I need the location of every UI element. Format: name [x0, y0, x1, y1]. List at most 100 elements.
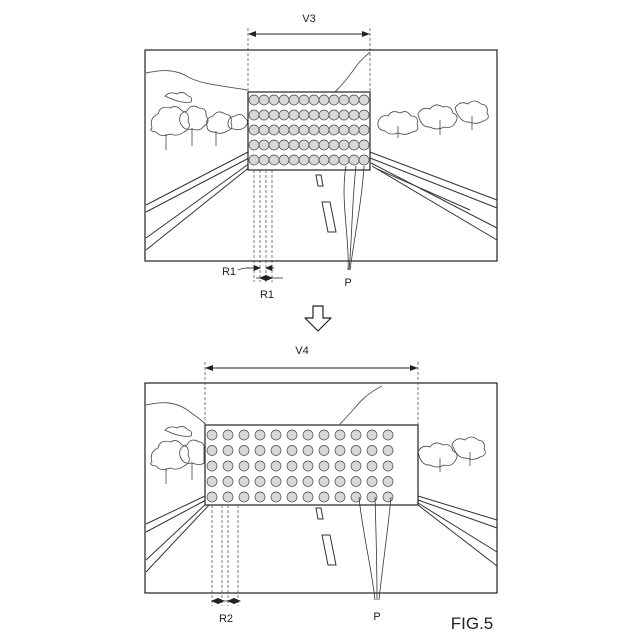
lower-detection-point	[271, 461, 281, 471]
upper-detection-point	[259, 95, 269, 105]
upper-detection-point	[299, 155, 309, 165]
v3-label: V3	[302, 13, 315, 25]
lower-detection-point	[335, 430, 345, 440]
upper-detection-point	[339, 125, 349, 135]
lower-detection-point	[287, 446, 297, 456]
upper-detection-point	[299, 110, 309, 120]
v4-arrow-left	[205, 365, 213, 371]
lower-detection-point	[239, 446, 249, 456]
upper-detection-point	[359, 95, 369, 105]
upper-detection-point	[249, 140, 259, 150]
lower-detection-point	[335, 477, 345, 487]
lower-detection-point	[319, 461, 329, 471]
upper-detection-point	[259, 140, 269, 150]
upper-detection-point	[329, 140, 339, 150]
r1-extension-lines	[254, 170, 272, 282]
upper-detection-point	[309, 110, 319, 120]
lower-lane-dashes	[316, 508, 336, 565]
upper-detection-point	[349, 140, 359, 150]
lower-detection-point	[207, 477, 217, 487]
lower-detection-point	[239, 430, 249, 440]
lower-road-lines	[146, 496, 497, 572]
lower-panel: V4 R2 P	[145, 345, 497, 625]
upper-detection-point	[349, 155, 359, 165]
lower-detection-point	[319, 477, 329, 487]
upper-detection-point	[349, 110, 359, 120]
upper-detection-point	[359, 155, 369, 165]
upper-detection-point	[249, 95, 259, 105]
lower-detection-point	[303, 461, 313, 471]
upper-detection-point	[329, 95, 339, 105]
lower-detection-point	[207, 446, 217, 456]
down-arrow-icon	[305, 306, 331, 331]
lower-detection-point	[335, 461, 345, 471]
upper-detection-point	[319, 95, 329, 105]
lower-detection-point	[239, 461, 249, 471]
upper-detection-point	[269, 140, 279, 150]
lower-detection-point	[383, 446, 393, 456]
upper-p-label: P	[344, 277, 351, 289]
lower-detection-point	[319, 430, 329, 440]
upper-detection-point	[349, 125, 359, 135]
lower-detection-point	[287, 430, 297, 440]
lower-left-trees	[151, 426, 204, 484]
upper-detection-point	[359, 140, 369, 150]
r2-label: R2	[219, 613, 233, 625]
lower-detection-point	[223, 430, 233, 440]
upper-detection-point	[299, 125, 309, 135]
upper-detection-point	[249, 155, 259, 165]
lower-detection-point	[239, 477, 249, 487]
upper-detection-point	[319, 125, 329, 135]
upper-detection-point	[309, 155, 319, 165]
lower-detection-point	[335, 446, 345, 456]
lower-detection-point	[335, 492, 345, 502]
lower-detection-point	[351, 446, 361, 456]
v3-arrow-left	[248, 31, 256, 37]
figure-label: FIG.5	[451, 614, 494, 633]
lower-detection-point	[271, 477, 281, 487]
upper-detection-point	[259, 110, 269, 120]
upper-detection-point	[259, 125, 269, 135]
upper-detection-point	[269, 95, 279, 105]
lower-detection-point	[287, 492, 297, 502]
lower-detection-point	[287, 477, 297, 487]
lower-detection-point	[319, 492, 329, 502]
lower-detection-point	[207, 430, 217, 440]
lower-detection-point	[271, 446, 281, 456]
lower-detection-point	[383, 477, 393, 487]
lower-detection-point	[303, 477, 313, 487]
upper-p-leaders	[344, 166, 364, 270]
upper-left-trees	[151, 92, 248, 150]
lower-detection-point	[223, 461, 233, 471]
lower-detection-point	[223, 477, 233, 487]
lower-detection-point	[223, 492, 233, 502]
upper-detection-point	[329, 110, 339, 120]
lower-detection-point	[207, 492, 217, 502]
lower-detection-point	[367, 430, 377, 440]
lower-detection-point	[239, 492, 249, 502]
upper-right-ridge	[335, 52, 370, 92]
upper-detection-point	[289, 95, 299, 105]
upper-detection-point	[309, 95, 319, 105]
lower-right-ridge	[340, 386, 382, 424]
lower-detection-point	[303, 446, 313, 456]
lower-detection-point	[303, 492, 313, 502]
upper-detection-point	[339, 140, 349, 150]
v4-label: V4	[295, 345, 308, 357]
r1-label-bottom: R1	[260, 289, 274, 301]
r1-label-left: R1	[222, 266, 236, 278]
upper-detection-point	[279, 110, 289, 120]
lower-detection-point	[367, 477, 377, 487]
upper-detection-point	[309, 140, 319, 150]
lower-p-label: P	[373, 611, 380, 623]
upper-left-hill	[146, 71, 247, 90]
lower-detection-point	[383, 430, 393, 440]
upper-right-trees	[378, 101, 488, 138]
upper-detection-point	[269, 155, 279, 165]
upper-lane-dashes	[316, 175, 336, 232]
lower-detection-point	[367, 446, 377, 456]
r1-leader	[238, 268, 250, 270]
upper-detection-point	[329, 155, 339, 165]
upper-detection-point	[269, 125, 279, 135]
